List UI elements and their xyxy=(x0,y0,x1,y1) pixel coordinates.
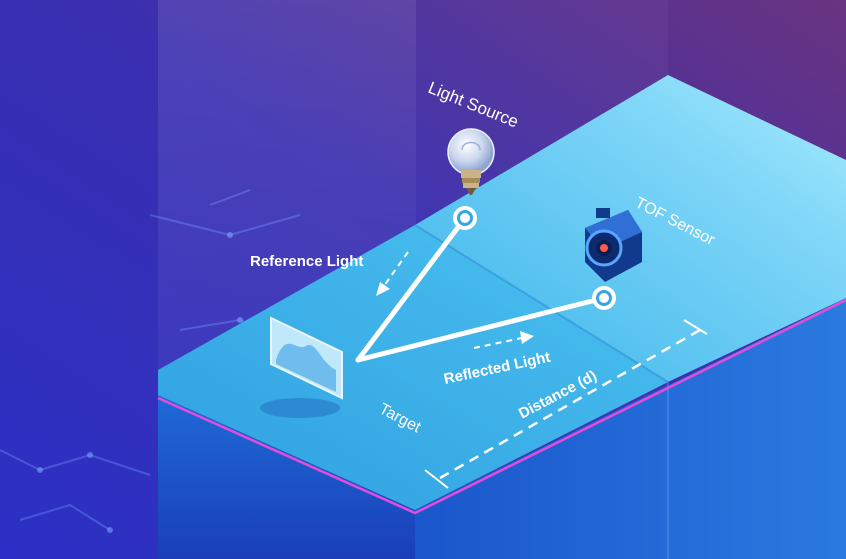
reference-light-arrow xyxy=(376,251,409,296)
platform-seam xyxy=(414,224,669,383)
platform-front-face xyxy=(158,395,415,559)
platform-side-face xyxy=(415,298,846,559)
sensor-node xyxy=(592,286,616,310)
reflected-beam xyxy=(355,295,607,363)
target-image-icon xyxy=(260,316,343,418)
emitter-node xyxy=(453,206,477,230)
light-bulb-icon xyxy=(447,128,495,195)
reflected-light-arrow xyxy=(473,331,534,349)
label-reference-light: Reference Light xyxy=(250,253,363,270)
distance-indicator xyxy=(424,319,708,489)
platform-top-left xyxy=(158,225,668,510)
tof-sensor-camera-icon xyxy=(585,208,642,282)
platform-edge-accent xyxy=(157,298,846,515)
emitted-beam xyxy=(355,215,468,363)
light-beams xyxy=(355,215,607,363)
